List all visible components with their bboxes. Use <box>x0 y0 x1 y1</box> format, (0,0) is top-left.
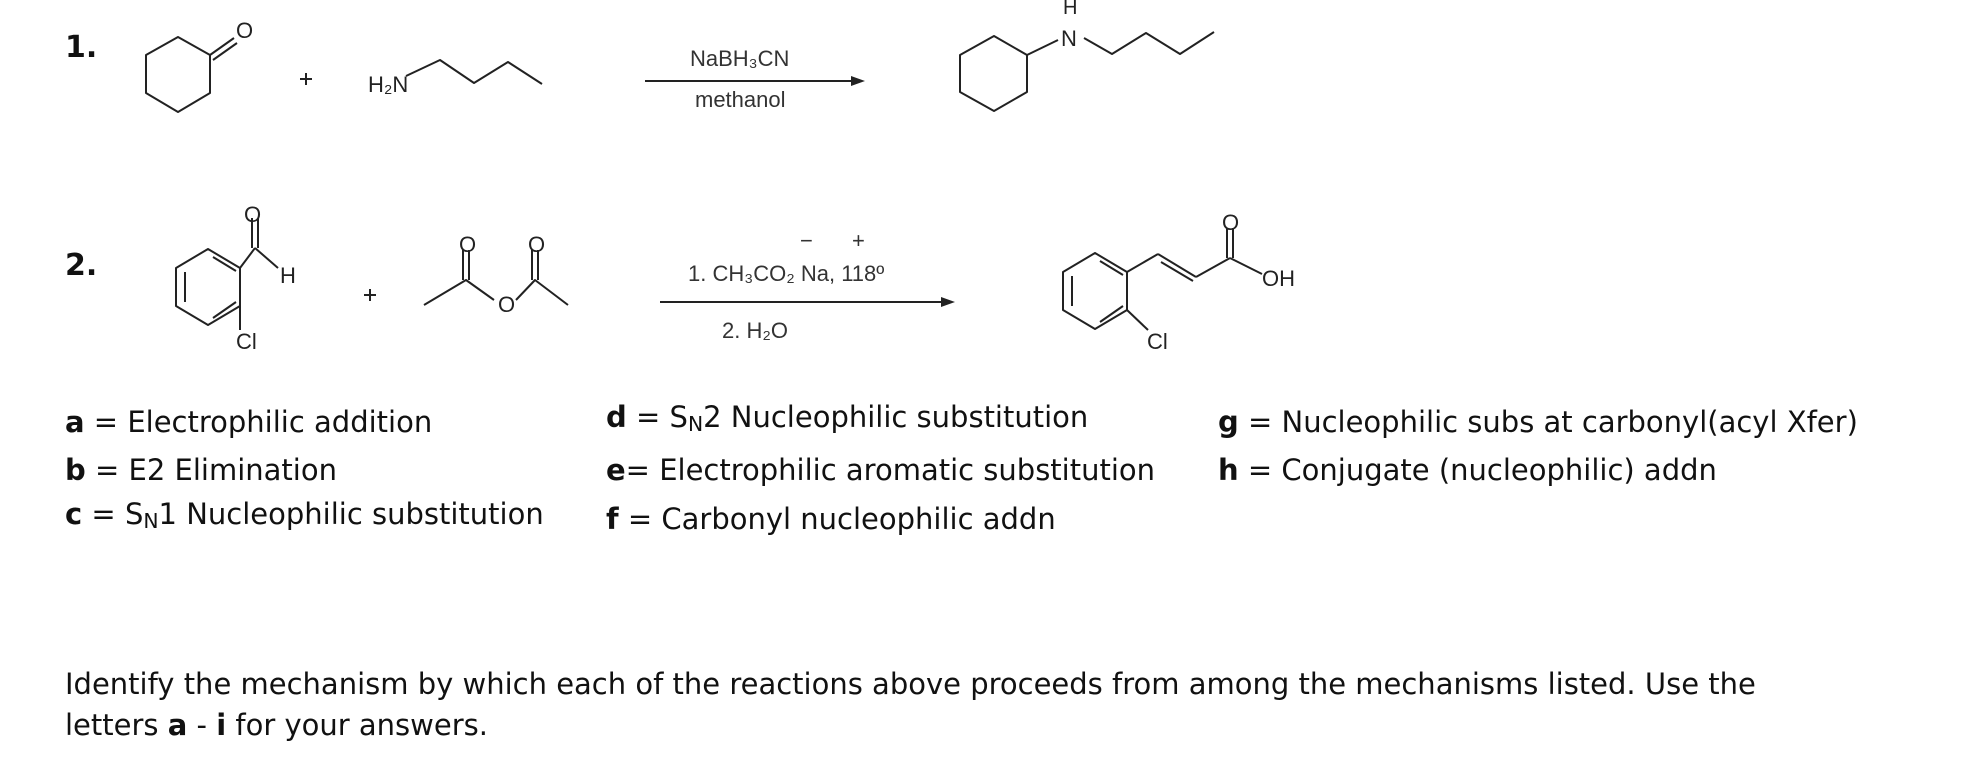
product-1-h-label: H <box>1063 0 1077 19</box>
cyclohexanone-structure <box>145 36 238 113</box>
mechanism-letter: f <box>606 502 619 536</box>
reaction-schemes: O H₂N H N O H Cl O O O O OH Cl NaBH₃CN m… <box>145 0 1295 354</box>
product-1-structure <box>959 31 1215 112</box>
mechanism-letter: g <box>1218 405 1239 439</box>
reaction-1-conditions-above: NaBH₃CN <box>690 46 789 71</box>
instructions-line-2: letters a - i for your answers. <box>65 708 488 742</box>
mechanism-text: Nucleophilic subs at carbonyl(acyl Xfer) <box>1281 405 1858 439</box>
mechanism-letter: a <box>65 405 85 439</box>
mechanism-letter: h <box>1218 453 1239 487</box>
reactant-cl-label: Cl <box>236 329 257 354</box>
mechanism-text: 1 Nucleophilic substitution <box>158 497 544 531</box>
mechanism-e: e= Electrophilic aromatic substitution <box>606 453 1156 487</box>
reaction-2-number: 2. <box>65 248 98 283</box>
reaction-2-conditions-line2: 2. H₂O <box>722 318 788 343</box>
mechanism-c: c = SN1 Nucleophilic substitution <box>65 497 544 533</box>
reaction-1-number: 1. <box>65 30 98 65</box>
acid-oxygen-label: O <box>1222 210 1239 235</box>
acetic-anhydride-structure <box>423 250 569 306</box>
mechanism-f: f = Carbonyl nucleophilic addn <box>606 502 1056 536</box>
product-oh-label: OH <box>1262 266 1295 291</box>
mechanism-text: Electrophilic addition <box>127 405 433 439</box>
anhydride-oxygen-1-label: O <box>459 232 476 257</box>
reaction-1-conditions-below: methanol <box>695 87 786 112</box>
anhydride-oxygen-2-label: O <box>528 232 545 257</box>
anhydride-bridge-oxygen-label: O <box>498 292 515 317</box>
mechanism-letter: b <box>65 453 86 487</box>
mechanism-b: b = E2 Elimination <box>65 453 337 487</box>
mechanism-h: h = Conjugate (nucleophilic) addn <box>1218 453 1717 487</box>
reaction-2-conditions-line1: 1. CH₃CO₂ Na, 118º <box>688 261 884 286</box>
chlorobenzaldehyde-structure <box>175 218 279 330</box>
mechanism-text: 2 Nucleophilic substitution <box>703 400 1089 434</box>
mechanism-letter: c <box>65 497 83 531</box>
mechanism-a: a = Electrophilic addition <box>65 405 433 439</box>
product-2-structure <box>1062 228 1263 331</box>
aldehyde-oxygen-label: O <box>244 202 261 227</box>
mechanism-text: Conjugate (nucleophilic) addn <box>1281 453 1717 487</box>
mechanism-letter: d <box>606 400 627 434</box>
aldehyde-h-label: H <box>280 263 296 288</box>
product-1-n-label: N <box>1061 26 1077 51</box>
instructions: Identify the mechanism by which each of … <box>65 664 1945 746</box>
amine-label: H₂N <box>368 72 408 97</box>
mechanism-d: d = SN2 Nucleophilic substitution <box>606 400 1089 436</box>
mechanism-text: E2 Elimination <box>128 453 337 487</box>
acetate-charge-minus: − <box>800 228 813 253</box>
instructions-line-1: Identify the mechanism by which each of … <box>65 667 1756 701</box>
mechanism-text: Electrophilic aromatic substitution <box>659 453 1156 487</box>
mechanism-letter: e <box>606 453 626 487</box>
product-cl-label: Cl <box>1147 329 1168 354</box>
butylamine-chain <box>405 59 543 85</box>
ketone-oxygen-label: O <box>236 18 253 43</box>
sodium-charge-plus: + <box>852 228 865 253</box>
mechanism-g: g = Nucleophilic subs at carbonyl(acyl X… <box>1218 405 1858 439</box>
mechanism-text: Carbonyl nucleophilic addn <box>661 502 1056 536</box>
